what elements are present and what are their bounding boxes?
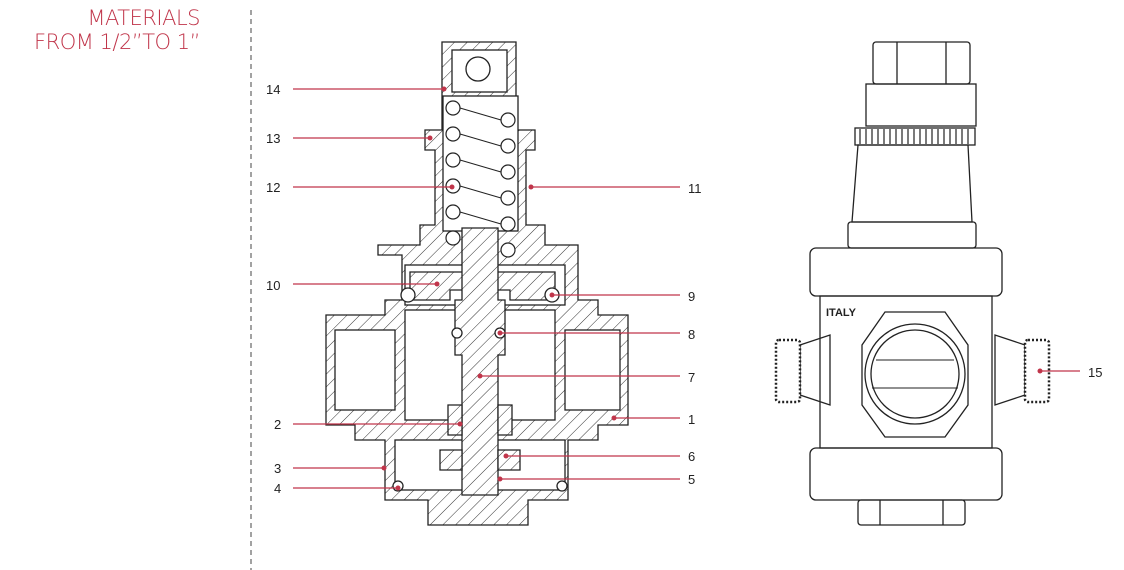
callout-9: 9: [549, 289, 695, 304]
callout-6: 6: [503, 449, 695, 464]
callout-5: 5: [497, 472, 695, 487]
svg-text:3: 3: [274, 461, 281, 476]
italy-marking: ITALY: [826, 307, 857, 319]
callout-11: 11: [528, 181, 702, 196]
svg-text:9: 9: [688, 289, 695, 304]
section-title: MATERIALS FROM 1/2”TO 1”: [34, 6, 200, 54]
svg-text:14: 14: [266, 82, 280, 97]
svg-text:11: 11: [688, 181, 702, 196]
callout-14: 14: [266, 82, 447, 97]
svg-text:6: 6: [688, 449, 695, 464]
callout-8: 8: [497, 327, 695, 342]
title-line-2: FROM 1/2”TO 1”: [34, 30, 200, 54]
callout-7: 7: [477, 370, 695, 385]
callout-1: 1: [611, 412, 695, 427]
svg-text:12: 12: [266, 180, 280, 195]
svg-text:5: 5: [688, 472, 695, 487]
callout-4: 4: [274, 481, 401, 496]
svg-text:8: 8: [688, 327, 695, 342]
title-line-1: MATERIALS: [87, 6, 200, 30]
svg-text:15: 15: [1088, 365, 1102, 380]
svg-text:2: 2: [274, 417, 281, 432]
callout-13: 13: [266, 131, 433, 146]
exterior-view: ITALY: [774, 41, 1051, 526]
svg-text:7: 7: [688, 370, 695, 385]
svg-text:4: 4: [274, 481, 281, 496]
svg-text:13: 13: [266, 131, 280, 146]
callout-15: 15: [1037, 365, 1102, 380]
callout-3: 3: [274, 461, 387, 476]
callout-12: 12: [266, 180, 455, 195]
callout-10: 10: [266, 278, 440, 293]
callout-2: 2: [274, 417, 463, 432]
svg-text:10: 10: [266, 278, 280, 293]
cross-section-view: [325, 41, 629, 526]
svg-text:1: 1: [688, 412, 695, 427]
